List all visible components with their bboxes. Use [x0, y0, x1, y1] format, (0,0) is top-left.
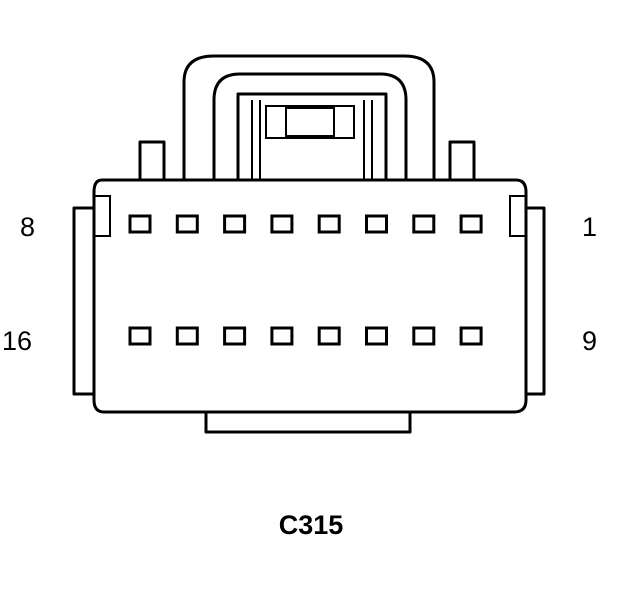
top-posts	[138, 140, 476, 184]
connector-id-label: C315	[279, 510, 344, 540]
pin-cavity-6	[223, 214, 247, 234]
pin-cavities	[128, 214, 483, 346]
pin-label-8: 8	[20, 212, 35, 242]
pin-cavity-15	[175, 326, 199, 346]
pin-cavity-9	[459, 326, 483, 346]
pin-label-9: 9	[582, 326, 597, 356]
pin-label-16: 16	[2, 326, 32, 356]
pin-cavity-4	[317, 214, 341, 234]
pin-cavity-10	[412, 326, 436, 346]
pin-cavity-13	[270, 326, 294, 346]
connector-body	[92, 178, 528, 414]
pin-cavity-7	[175, 214, 199, 234]
pin-cavity-3	[365, 214, 388, 234]
pin-cavity-2	[412, 214, 436, 234]
pin-cavity-12	[317, 326, 341, 346]
pin-cavity-1	[459, 214, 483, 234]
pin-cavity-11	[365, 326, 388, 346]
pin-cavity-16	[128, 326, 152, 346]
pin-cavity-8	[128, 214, 152, 234]
pin-label-1: 1	[582, 212, 597, 242]
pin-cavity-14	[223, 326, 247, 346]
pin-cavity-5	[270, 214, 294, 234]
locking-latch	[182, 54, 436, 182]
